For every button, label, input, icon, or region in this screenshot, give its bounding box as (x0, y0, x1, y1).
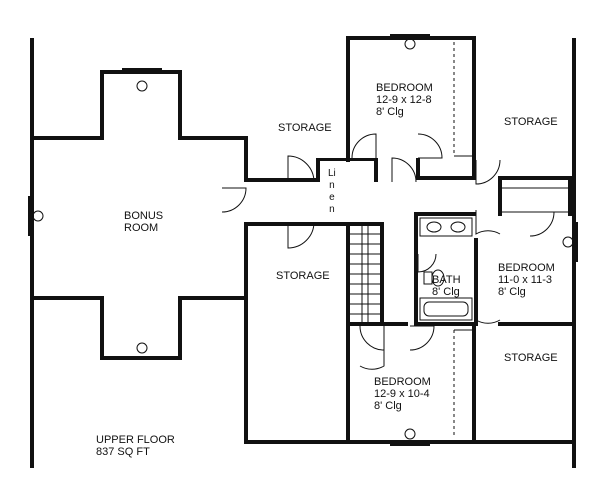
bedroom-top-dims: 12-9 x 12-8 (376, 94, 432, 106)
bedroom-bottom-label: BEDROOM 12-9 x 10-4 8' Clg (374, 376, 431, 412)
bath-walls (414, 212, 476, 326)
storage-top-left-label: STORAGE (278, 122, 332, 134)
bath-ceiling: 8' Clg (432, 286, 460, 298)
bedroom-right-label: BEDROOM 11-0 x 11-3 8' Clg (498, 262, 555, 298)
floor-name: UPPER FLOOR (96, 434, 175, 446)
bath-label: BATH 8' Clg (432, 274, 461, 298)
bath-name: BATH (432, 274, 461, 286)
bedroom-bottom-ceiling: 8' Clg (374, 400, 402, 412)
bedroom-bottom-dims: 12-9 x 10-4 (374, 388, 430, 400)
right-walls (474, 38, 576, 468)
bedroom-bottom-name: BEDROOM (374, 376, 431, 388)
bedroom-right-dims: 11-0 x 11-3 (498, 274, 553, 286)
storage-top-right-label: STORAGE (504, 116, 558, 128)
floor-caption: UPPER FLOOR 837 SQ FT (96, 434, 175, 458)
bonus-room-walls (30, 38, 248, 468)
window-markers (28, 34, 578, 446)
floor-area: 837 SQ FT (96, 446, 150, 458)
bedroom-right-ceiling: 8' Clg (498, 286, 526, 298)
linen-char-4: n (329, 204, 335, 215)
linen-label: Li n e n (328, 168, 336, 216)
linen-char-3: e (329, 192, 335, 203)
bedroom-bottom-walls (346, 322, 476, 444)
stairs (350, 226, 380, 322)
linen-char-2: n (329, 180, 335, 191)
door-swings (221, 133, 555, 370)
bedroom-right-name: BEDROOM (498, 262, 555, 274)
bedroom-top-walls (346, 36, 476, 180)
bonus-room-name-2: ROOM (124, 222, 159, 234)
bedroom-top-name: BEDROOM (376, 82, 433, 94)
linen-char-1: Li (328, 168, 336, 179)
bonus-room-name: BONUS (124, 210, 164, 222)
bedroom-top-label: BEDROOM 12-9 x 12-8 8' Clg (376, 82, 433, 118)
storage-bottom-right-label: STORAGE (504, 352, 558, 364)
storage-mid-left-label: STORAGE (276, 270, 330, 282)
bedroom-top-ceiling: 8' Clg (376, 106, 404, 118)
bonus-room-label: BONUS ROOM (124, 210, 163, 234)
